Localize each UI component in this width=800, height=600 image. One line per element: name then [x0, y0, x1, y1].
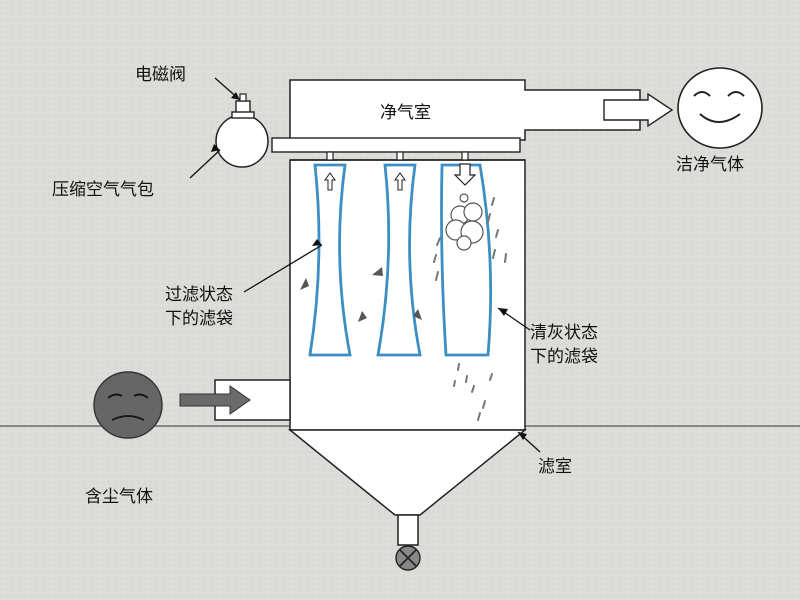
dust-streaks	[433, 197, 507, 421]
smiling-face-icon	[677, 67, 763, 149]
label-clean-gas: 洁净气体	[676, 155, 744, 175]
blowpipe	[271, 137, 521, 153]
frowning-face-icon	[93, 371, 163, 439]
filter-bag-1	[308, 163, 352, 357]
pulse-arrow-icon	[453, 163, 477, 186]
air-tank	[215, 93, 269, 168]
label-solenoid-valve: 电磁阀	[135, 65, 186, 85]
label-clean-chamber: 净气室	[380, 103, 431, 123]
label-filtering-bag-1: 过滤状态	[165, 285, 233, 305]
label-filter-chamber: 滤室	[538, 457, 572, 477]
label-cleaning-bag-1: 清灰状态	[530, 323, 598, 343]
filter-bag-3	[440, 163, 493, 357]
flow-arrows	[300, 267, 422, 322]
nozzles	[326, 151, 469, 161]
label-dusty-gas: 含尘气体	[85, 487, 153, 507]
dust-cloud-icon	[445, 193, 484, 251]
outlet-arrow-icon	[603, 92, 674, 128]
hopper	[287, 429, 528, 516]
leader-arrowheads	[211, 92, 527, 440]
inlet-arrow-icon	[179, 385, 251, 415]
discharge-pipe	[397, 514, 419, 546]
label-filtering-bag-2: 下的滤袋	[165, 309, 233, 329]
filter-bag-2	[376, 163, 422, 357]
upflow-arrows	[324, 172, 406, 191]
valve-x-icon	[395, 545, 421, 571]
label-cleaning-bag-2: 下的滤袋	[530, 347, 598, 367]
filter-bags	[308, 163, 493, 357]
label-air-tank: 压缩空气气包	[52, 180, 154, 200]
